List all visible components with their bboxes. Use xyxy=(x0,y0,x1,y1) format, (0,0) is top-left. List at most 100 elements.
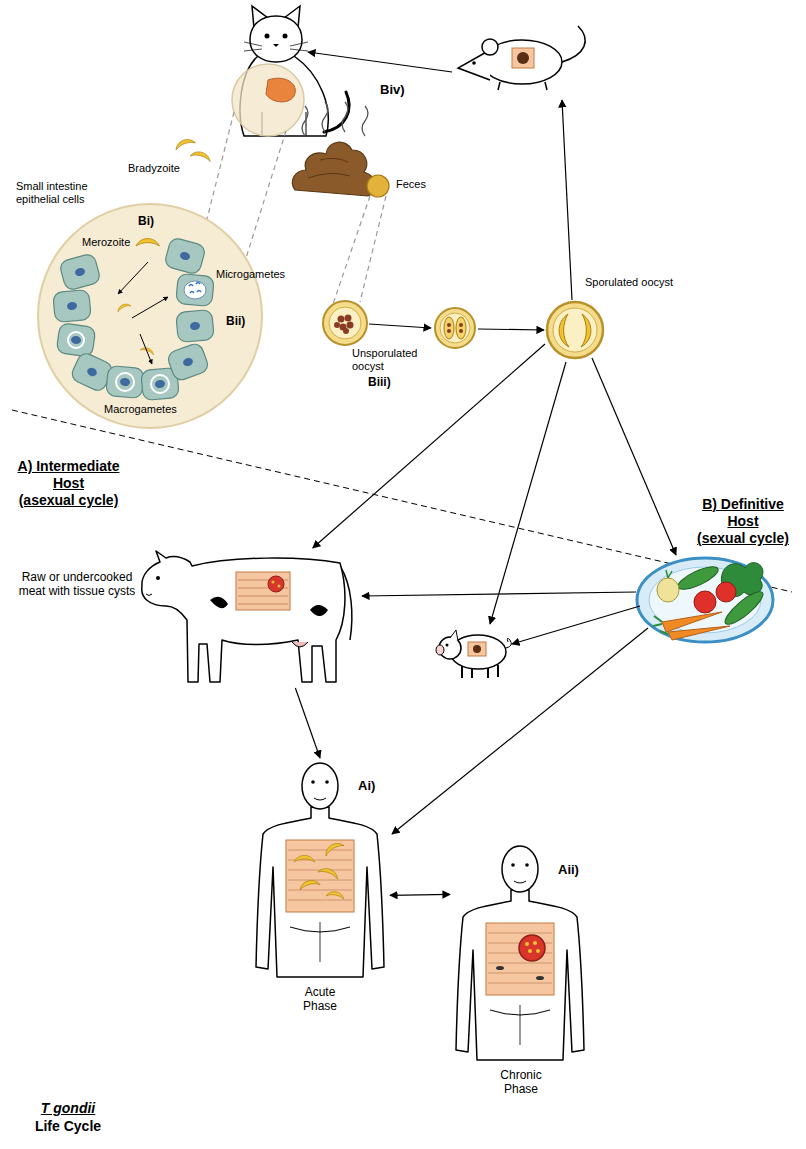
illustration-part xyxy=(256,763,384,977)
intestine-magnified xyxy=(38,204,262,428)
illustration-part xyxy=(547,302,603,358)
illustration-part xyxy=(38,204,262,428)
illustration-part xyxy=(308,158,350,178)
illustration-part xyxy=(68,332,84,348)
illustration-part xyxy=(694,591,716,613)
illustration-part xyxy=(446,644,449,647)
illustration-part xyxy=(244,42,308,51)
illustration-part xyxy=(302,102,368,136)
illustration-part xyxy=(294,855,315,862)
illustration-part xyxy=(288,850,352,900)
node-text: Chronic Phase xyxy=(490,1068,552,1097)
illustration-part xyxy=(106,365,144,398)
illustration-part xyxy=(458,50,490,80)
illustration-part xyxy=(512,606,640,644)
illustration-part xyxy=(440,313,470,343)
illustration-part xyxy=(447,323,451,327)
illustration-part xyxy=(392,628,648,834)
illustration-part xyxy=(190,150,212,162)
illustration-part xyxy=(142,551,345,682)
illustration-part xyxy=(283,34,288,39)
illustration-part xyxy=(166,342,210,383)
pig-drawing xyxy=(436,630,511,678)
illustration-part xyxy=(472,61,476,65)
illustration-part xyxy=(362,592,636,596)
illustration-part xyxy=(278,585,281,588)
section-heading: (sexual cycle) xyxy=(690,530,796,547)
illustration-part xyxy=(326,890,345,899)
node-text: Sporulated oocyst xyxy=(585,276,679,289)
part-label: Small intestine epithelial cells xyxy=(16,180,111,206)
illustration-part xyxy=(292,642,308,647)
illustration-part xyxy=(292,142,375,196)
illustration-part xyxy=(468,642,486,656)
illustration-part xyxy=(343,328,349,334)
illustration-part xyxy=(318,866,340,879)
illustration-part xyxy=(273,44,279,47)
illustration-part xyxy=(506,638,511,648)
illustration-part xyxy=(298,878,320,890)
illustration-part xyxy=(329,307,361,339)
illustration-part xyxy=(716,582,736,602)
illustration-part xyxy=(666,570,672,578)
illustration-part xyxy=(56,323,96,358)
illustration-part xyxy=(592,358,676,555)
illustration-part xyxy=(116,302,131,312)
cycle-arrow xyxy=(295,688,320,758)
illustration-part xyxy=(151,375,169,393)
oocyst-node: Sporulated oocyst xyxy=(545,272,682,362)
illustration-part xyxy=(637,558,773,642)
illustration-part xyxy=(272,581,275,584)
illustration-part xyxy=(450,630,458,641)
illustration-part xyxy=(536,976,544,980)
illustration-part xyxy=(338,316,345,323)
illustration-part xyxy=(232,64,304,136)
human-node: Ai)Acute Phase xyxy=(250,758,390,1022)
illustration-part xyxy=(482,40,562,84)
illustration-part xyxy=(653,616,668,634)
part-label: Feces xyxy=(396,178,426,191)
part-label: Microgametes xyxy=(216,268,285,281)
illustration-part xyxy=(662,612,730,640)
node-text: Unsporulated oocyst xyxy=(352,347,424,373)
illustration-part xyxy=(369,324,431,328)
illustration-part xyxy=(496,966,504,970)
illustration-part xyxy=(345,315,352,322)
illustration-part xyxy=(482,39,498,55)
illustration-part xyxy=(156,576,160,580)
illustration-part xyxy=(444,317,454,339)
illustration-part xyxy=(140,334,152,364)
node-text: Aii) xyxy=(558,862,590,878)
node-text: Raw or undercooked meat with tissue cyst… xyxy=(12,570,142,599)
human-acute xyxy=(256,763,384,977)
illustration-part xyxy=(435,308,475,348)
illustration-part xyxy=(53,289,91,322)
cow-drawing xyxy=(142,551,352,682)
illustration-part xyxy=(675,562,721,593)
figure-title: T gondii xyxy=(28,1100,108,1117)
part-label: Bradyzoite xyxy=(128,162,180,175)
illustration-part xyxy=(553,308,597,352)
oocyst-node: Unsporulated oocystBiii) xyxy=(318,298,427,395)
illustration-part xyxy=(146,594,152,596)
illustration-part xyxy=(533,941,537,945)
illustration-part xyxy=(562,100,572,300)
illustration-part xyxy=(459,323,463,327)
illustration-part xyxy=(333,196,386,304)
illustration-part xyxy=(512,48,534,68)
illustration-part xyxy=(347,322,354,329)
node-text: Acute Phase xyxy=(290,985,350,1014)
illustration-part xyxy=(118,262,148,294)
feces-drawing xyxy=(292,102,389,197)
illustration-part xyxy=(323,301,367,345)
illustration-part xyxy=(525,942,529,946)
illustration-part xyxy=(519,935,545,961)
illustration-part xyxy=(176,309,214,342)
section-heading: B) Definitive Host xyxy=(690,496,796,530)
illustration-part xyxy=(236,572,290,610)
cat-drawing xyxy=(232,6,349,136)
human-chronic xyxy=(456,846,584,1060)
illustration-part xyxy=(116,373,134,391)
